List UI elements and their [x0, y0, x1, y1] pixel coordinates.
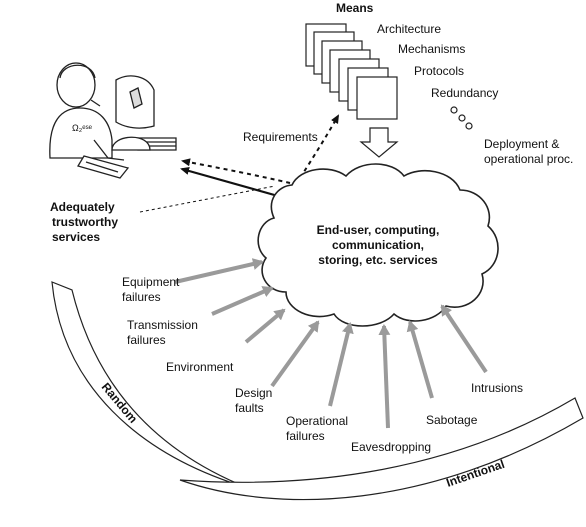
means-item-redundancy: Redundancy [431, 86, 498, 100]
user-label-3: services [52, 230, 100, 244]
sabotage-arrow [406, 320, 434, 399]
threat-design-1: Design [235, 386, 272, 400]
threat-intrusions: Intrusions [471, 381, 523, 395]
threat-arrows [174, 258, 488, 429]
means-down-arrow [359, 127, 399, 158]
equipment-arrow [174, 258, 264, 284]
threat-transmission-2: failures [127, 333, 166, 347]
deployment-label-2: operational proc. [484, 152, 573, 166]
threat-equipment-2: failures [122, 290, 161, 304]
threat-operational-1: Operational [286, 414, 348, 428]
intrusions-arrow [440, 304, 488, 374]
leader-line [139, 185, 276, 213]
design-arrow [270, 320, 320, 388]
environment-arrow [244, 308, 286, 344]
threat-environment: Environment [166, 360, 234, 374]
means-stack [305, 23, 398, 120]
threat-transmission-1: Transmission [127, 318, 198, 332]
requirements-arrow [299, 114, 339, 179]
user-figure [49, 62, 177, 179]
cloud-label-1: End-user, computing, [317, 223, 440, 237]
transmission-arrow [211, 286, 274, 316]
threat-eavesdropping: Eavesdropping [351, 440, 431, 454]
means-item-mechanisms: Mechanisms [398, 42, 465, 56]
cloud-label-2: communication, [332, 238, 424, 252]
requirements-label: Requirements [243, 130, 318, 144]
user-label-2: trustworthy [52, 215, 118, 229]
means-item-protocols: Protocols [414, 64, 464, 78]
threat-operational-2: failures [286, 429, 325, 443]
cloud-label-3: storing, etc. services [318, 253, 438, 267]
deployment-dots [450, 106, 473, 130]
user-label-1: Adequately [50, 200, 115, 214]
deployment-label-1: Deployment & [484, 137, 559, 151]
user-shirt-text: Ω₂ᵉˢᵉ [72, 123, 93, 133]
service-to-user-arrow [180, 167, 279, 198]
means-item-architecture: Architecture [377, 22, 441, 36]
eavesdropping-arrow [378, 324, 391, 429]
threat-equipment-1: Equipment [122, 275, 180, 289]
threat-sabotage: Sabotage [426, 413, 478, 427]
threat-design-2: faults [235, 401, 264, 415]
requirements-to-user-arrow [181, 158, 291, 184]
means-title: Means [336, 1, 374, 15]
operational-arrow [328, 322, 354, 407]
